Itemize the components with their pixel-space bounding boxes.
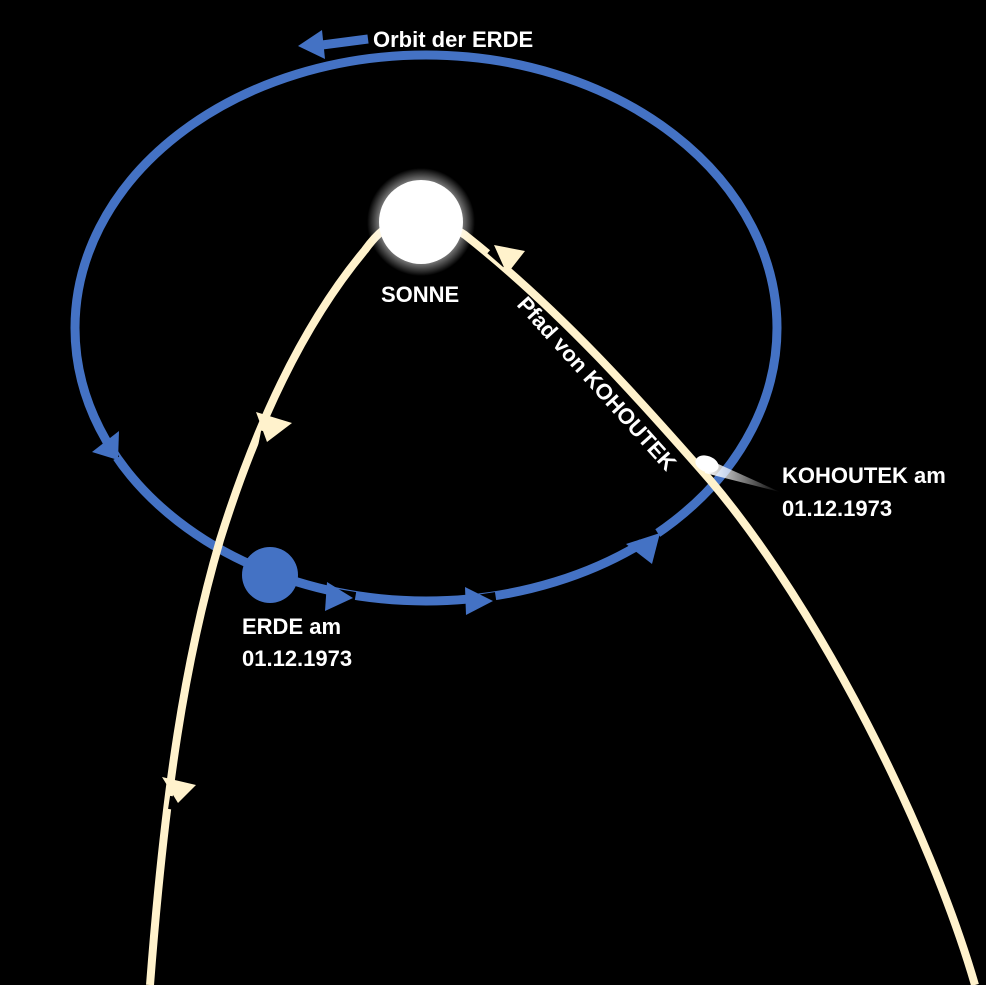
sun-icon	[379, 180, 463, 264]
earth-orbit-arrow	[298, 30, 325, 59]
earth-position-date: 01.12.1973	[242, 646, 352, 671]
comet-position-date: 01.12.1973	[782, 496, 892, 521]
comet-path-arrow	[162, 777, 196, 803]
comet-position-label: KOHOUTEK am	[782, 463, 946, 488]
comet-tail	[705, 458, 780, 492]
comet-icon	[695, 455, 780, 492]
earth-orbit-arrow	[325, 582, 353, 611]
comet-path-arrow	[494, 245, 525, 274]
sun-label: SONNE	[381, 282, 459, 307]
earth-orbit-label: Orbit der ERDE	[373, 27, 533, 52]
earth-orbit-arrows	[92, 30, 660, 615]
earth-position-label: ERDE am	[242, 614, 341, 639]
comet-path-label: Pfad von KOHOUTEK	[512, 292, 681, 476]
earth-orbit-arrow	[465, 587, 493, 615]
comet-path-arrow	[256, 412, 292, 442]
earth-orbit	[70, 50, 782, 606]
earth-orbit-arrow	[92, 431, 119, 460]
comet-head	[695, 455, 719, 473]
earth-icon	[242, 547, 298, 603]
earth-orbit-arrow	[626, 533, 660, 564]
earth-orbit-arrow-stem	[321, 34, 369, 50]
comet-path-arrows	[162, 245, 525, 803]
